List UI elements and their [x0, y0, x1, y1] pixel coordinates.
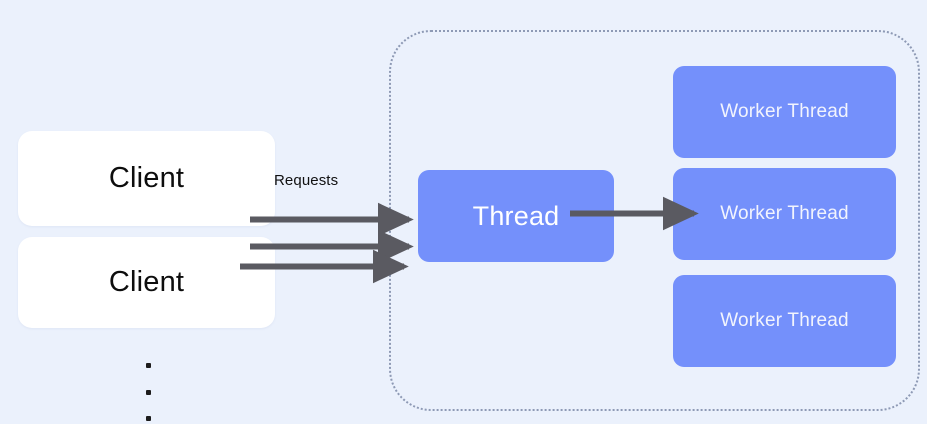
worker-thread-label-2: Worker Thread	[720, 203, 849, 224]
client-box-1[interactable]: Client	[18, 131, 275, 226]
ellipsis-dot-3	[146, 416, 151, 421]
client-box-2[interactable]: Client	[18, 237, 275, 328]
dispatcher-thread-box[interactable]: Thread	[418, 170, 614, 262]
client-box-1-label: Client	[108, 162, 185, 194]
client-ellipsis-dots	[146, 360, 154, 424]
worker-thread-box-3[interactable]: Worker Thread	[673, 275, 896, 367]
worker-thread-label-1: Worker Thread	[720, 101, 849, 122]
ellipsis-dot-2	[146, 390, 151, 395]
client-box-2-label: Client	[108, 266, 185, 298]
ellipsis-dot-1	[146, 363, 151, 368]
dispatcher-thread-label: Thread	[472, 200, 560, 231]
requests-edge-label: Requests	[274, 172, 339, 189]
worker-thread-box-1[interactable]: Worker Thread	[673, 66, 896, 158]
worker-thread-box-2[interactable]: Worker Thread	[673, 168, 896, 260]
worker-thread-label-3: Worker Thread	[720, 310, 849, 331]
